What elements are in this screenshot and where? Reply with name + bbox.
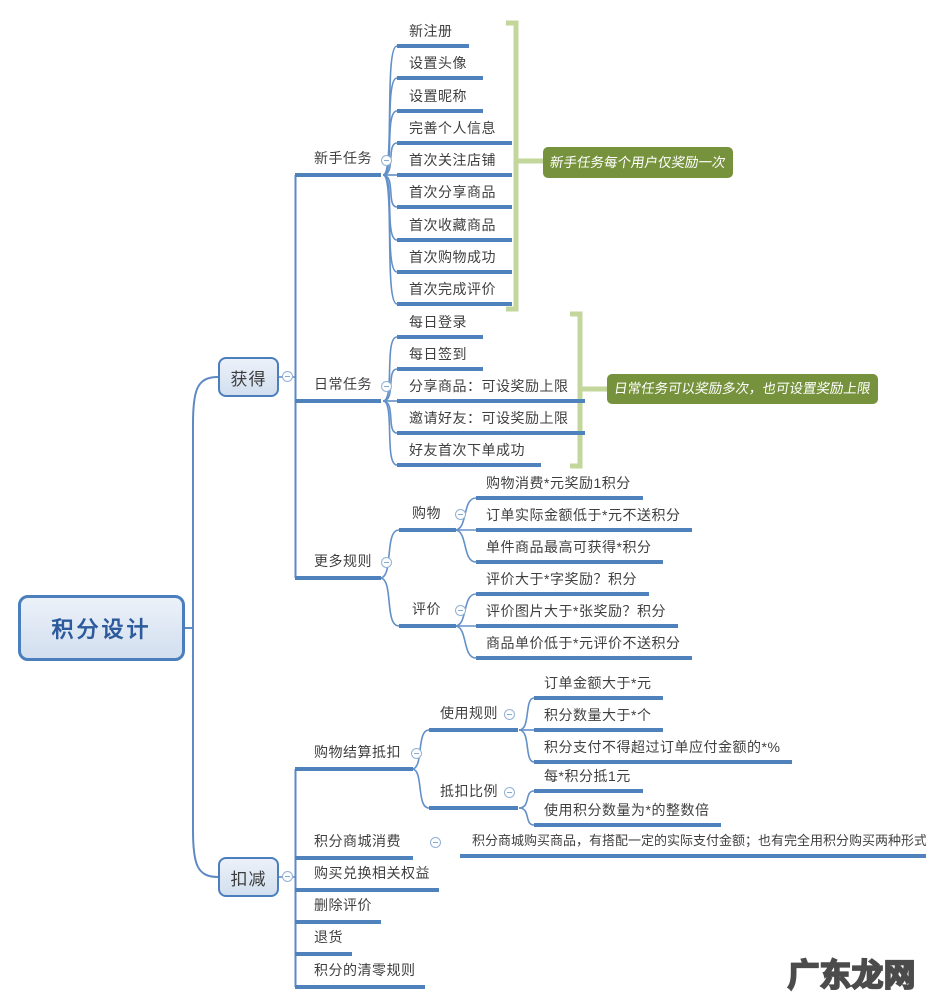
topic-leaf[interactable]: 积分支付不得超过订单应付金额的*% — [534, 739, 793, 764]
collapse-icon[interactable] — [504, 787, 515, 798]
topic-shopping[interactable]: 购物 — [399, 505, 456, 532]
topic-leaf[interactable]: 每日签到 — [397, 346, 483, 371]
topic-leaf[interactable]: 每*积分抵1元 — [534, 768, 643, 793]
topic-leaf[interactable]: 邀请好友：可设奖励上限 — [397, 410, 585, 435]
topic-leaf[interactable]: 评价图片大于*张奖励？积分 — [476, 603, 678, 628]
collapse-icon[interactable] — [455, 509, 466, 520]
topic-mall-consumption[interactable]: 积分商城消费 — [295, 833, 413, 860]
topic-leaf[interactable]: 使用积分数量为*的整数倍 — [534, 802, 722, 827]
topic-leaf[interactable]: 单件商品最高可获得*积分 — [476, 539, 664, 564]
topic-delete-review[interactable]: 删除评价 — [295, 897, 381, 924]
branch-obtain[interactable]: 获得 — [218, 357, 279, 397]
topic-deduction-ratio[interactable]: 抵扣比例 — [429, 783, 518, 810]
topic-buy-benefits[interactable]: 购买兑换相关权益 — [295, 865, 439, 892]
topic-leaf[interactable]: 评价大于*字奖励？积分 — [476, 571, 649, 596]
topic-leaf[interactable]: 每日登录 — [397, 314, 483, 339]
topic-leaf[interactable]: 积分数量大于*个 — [534, 707, 664, 732]
topic-leaf[interactable]: 完善个人信息 — [397, 120, 512, 145]
root-topic[interactable]: 积分设计 — [18, 595, 185, 661]
topic-leaf[interactable]: 首次完成评价 — [397, 281, 512, 306]
topic-return-goods[interactable]: 退货 — [295, 929, 352, 956]
topic-leaf[interactable]: 商品单价低于*元评价不送积分 — [476, 635, 693, 660]
topic-leaf[interactable]: 设置昵称 — [397, 88, 483, 113]
topic-leaf[interactable]: 首次购物成功 — [397, 249, 512, 274]
topic-points-reset[interactable]: 积分的清零规则 — [295, 962, 425, 989]
collapse-icon[interactable] — [411, 748, 422, 759]
topic-leaf[interactable]: 设置头像 — [397, 55, 483, 80]
topic-leaf[interactable]: 新注册 — [397, 23, 469, 48]
collapse-icon[interactable] — [381, 381, 392, 392]
collapse-icon[interactable] — [381, 557, 392, 568]
topic-leaf[interactable]: 订单金额大于*元 — [534, 675, 664, 700]
topic-leaf[interactable]: 首次关注店铺 — [397, 152, 512, 177]
branch-curves — [379, 45, 535, 826]
collapse-icon[interactable] — [381, 155, 392, 166]
root-topic-label: 积分设计 — [51, 617, 152, 642]
topic-newbie-tasks[interactable]: 新手任务 — [295, 150, 381, 177]
collapse-icon[interactable] — [430, 837, 441, 848]
callout-daily-text: 日常任务可以奖励多次，也可设置奖励上限 — [613, 381, 872, 396]
collapse-icon[interactable] — [282, 871, 293, 882]
root-branch-connector — [185, 376, 219, 878]
watermark: 广东龙网 — [787, 957, 916, 994]
topic-leaf[interactable]: 好友首次下单成功 — [397, 442, 541, 467]
callout-bracket — [506, 20, 607, 469]
callout-newbie[interactable]: 新手任务每个用户仅奖励一次 — [543, 147, 733, 178]
branch-deduct-label: 扣减 — [230, 869, 267, 889]
topic-leaf[interactable]: 首次分享商品 — [397, 184, 512, 209]
collapse-icon[interactable] — [282, 371, 293, 382]
branch-obtain-label: 获得 — [230, 369, 267, 389]
collapse-icon[interactable] — [504, 709, 515, 720]
topic-checkout-deduction[interactable]: 购物结算抵扣 — [295, 744, 413, 771]
topic-usage-rules[interactable]: 使用规则 — [429, 705, 518, 732]
topic-leaf[interactable]: 分享商品：可设奖励上限 — [397, 378, 585, 403]
topic-more-rules[interactable]: 更多规则 — [295, 553, 381, 580]
callout-daily[interactable]: 日常任务可以奖励多次，也可设置奖励上限 — [607, 374, 878, 404]
branch-deduct[interactable]: 扣减 — [218, 857, 279, 897]
callout-newbie-text: 新手任务每个用户仅奖励一次 — [548, 155, 727, 170]
topic-review[interactable]: 评价 — [399, 601, 456, 628]
collapse-icon[interactable] — [455, 605, 466, 616]
topic-leaf[interactable]: 订单实际金额低于*元不送积分 — [476, 507, 693, 532]
topic-daily-tasks[interactable]: 日常任务 — [295, 376, 381, 403]
topic-leaf[interactable]: 购物消费*元奖励1积分 — [476, 475, 643, 500]
topic-mall-note[interactable]: 积分商城购买商品，有搭配一定的实际支付金额；也有完全用积分购买两种形式 — [460, 833, 926, 858]
topic-leaf[interactable]: 首次收藏商品 — [397, 217, 512, 242]
